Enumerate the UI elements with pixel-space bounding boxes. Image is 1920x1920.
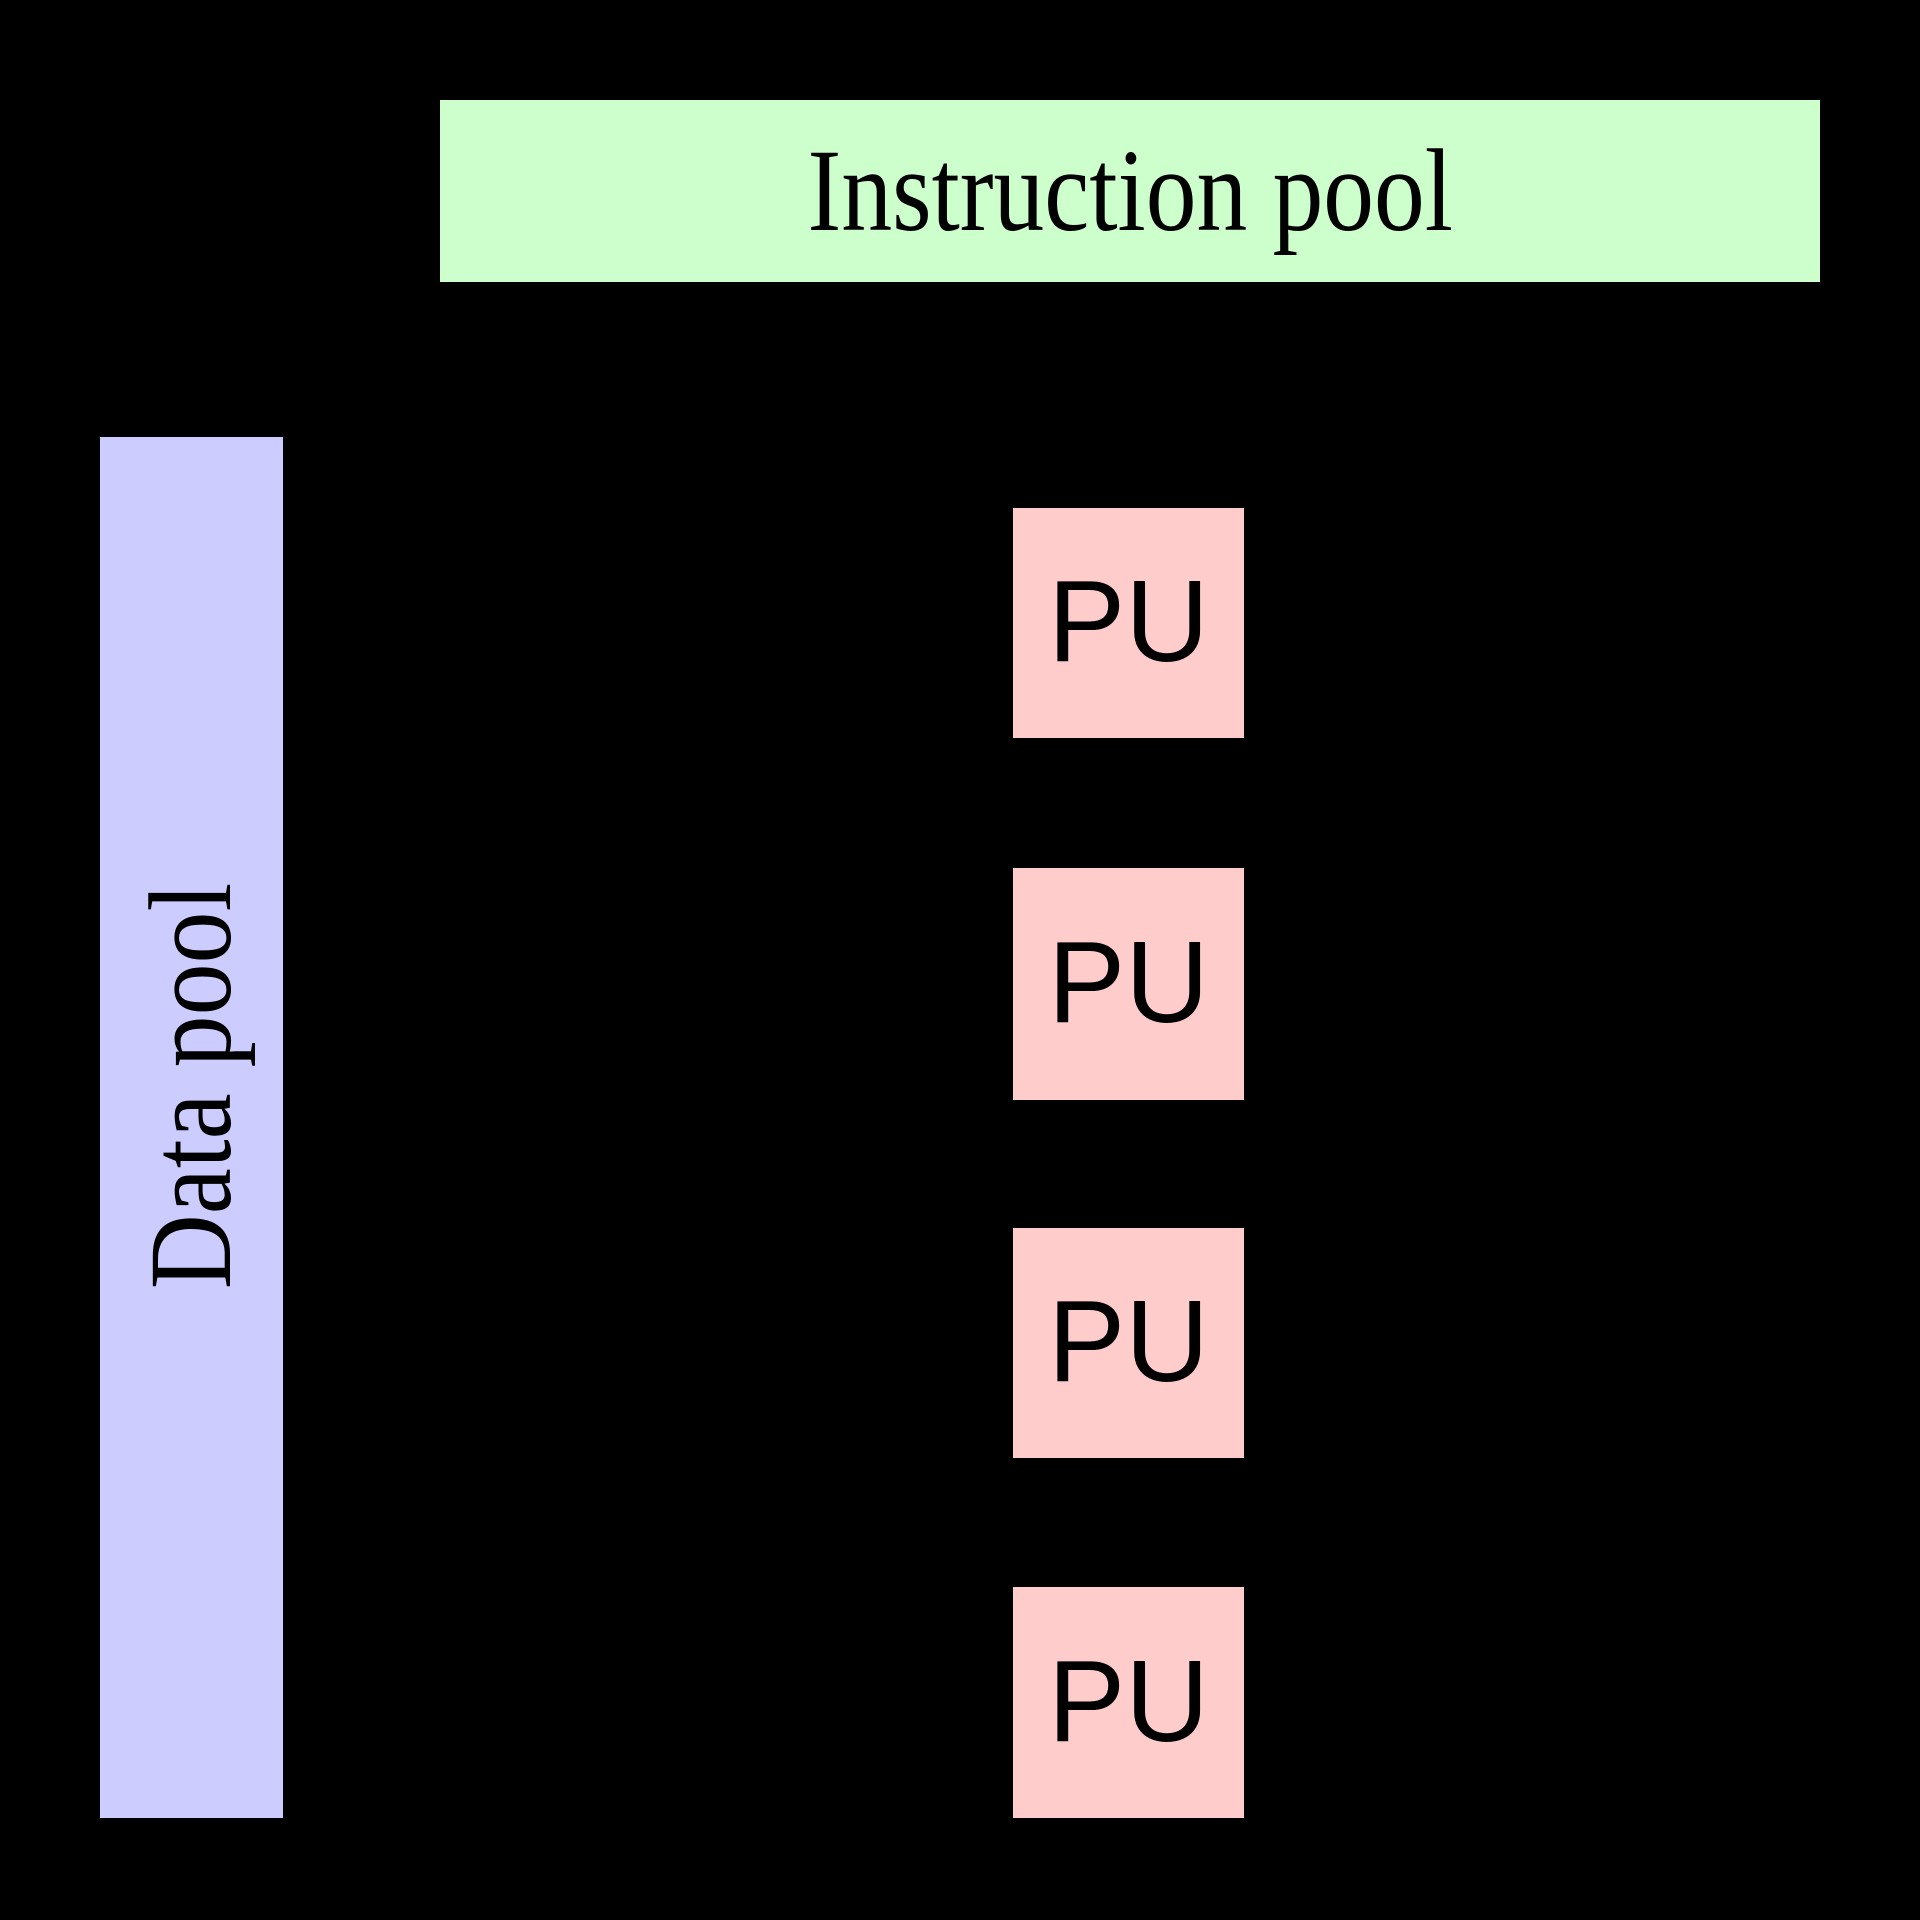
processing-unit-box-3: PU [1013, 1228, 1244, 1458]
processing-unit-label-2: PU [1047, 917, 1210, 1047]
processing-unit-box-4: PU [1013, 1587, 1244, 1818]
processing-unit-label-4: PU [1047, 1635, 1210, 1766]
processing-unit-label-3: PU [1047, 1276, 1210, 1406]
instruction-pool-block: Instruction pool [440, 100, 1820, 282]
data-pool-block: Data pool [100, 437, 283, 1818]
data-pool-label-wrapper: Data pool [100, 437, 283, 1818]
processing-unit-box-1: PU [1013, 508, 1244, 738]
instruction-pool-label: Instruction pool [807, 125, 1453, 256]
processing-unit-box-2: PU [1013, 868, 1244, 1100]
processing-unit-label-1: PU [1047, 556, 1210, 686]
data-pool-label: Data pool [125, 882, 257, 1289]
